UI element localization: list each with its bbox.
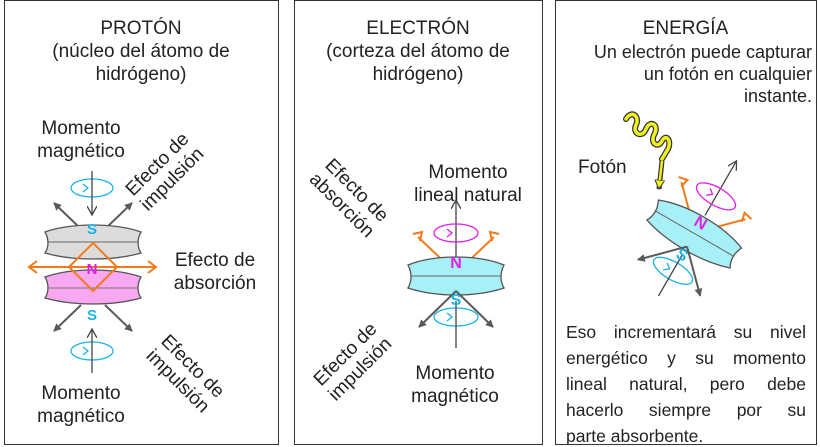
energy-paragraph-line2: energético y su momento [566,348,806,368]
proton-top-moment-label: Momento magnético [29,117,133,163]
proton-pole-s-top: S [87,221,97,238]
proton-magenta-disk [43,269,143,305]
energy-intro-line3: instante. [743,86,812,106]
electron-moment-line2: magnético [411,386,499,407]
electron-linear-line1: Momento [428,162,508,183]
electron-lower-right-arrow [455,290,494,328]
electron-moment-line1: Momento [415,363,495,384]
proton-bottom-moment-line2: magnético [37,406,125,427]
energy-paragraph-line1: Eso incrementará su nivel [566,322,806,342]
proton-subtitle-line2: hidrógeno) [95,64,187,85]
energy-intro: Un electrón puede capturar un fotón en c… [562,41,812,107]
electron-bottom-spin-icon [433,301,479,348]
energy-paragraph-line3: lineal natural, pero debe [566,374,806,394]
energy-panel: ENERGÍA Un electrón puede capturar un fo… [555,0,817,445]
energy-title: ENERGÍA [642,18,729,39]
electron-moment-label: Momento magnético [405,362,505,408]
energy-paragraph-line5: parte absorbente. [566,426,704,445]
proton-pole-s-bottom: S [87,307,97,324]
energy-intro-line2: un fotón en cualquier [643,64,812,84]
electron-title: ELECTRÓN [366,18,470,39]
energy-paragraph-line4: hacerlo siempre por su [566,400,806,420]
electron-panel: ELECTRÓN (corteza del átomo de hidrógeno… [294,0,543,445]
proton-bottom-moment-line1: Momento [41,383,121,404]
electron-subtitle-line1: (corteza del átomo de [326,41,510,62]
proton-absorption-line1: Efecto de [174,250,256,271]
electron-lower-left-arrow [418,290,457,328]
electron-top-spin-icon [433,223,479,243]
energy-paragraph: Eso incrementará su nivel energético y s… [566,319,806,445]
photon-label: Fotón [578,157,627,178]
proton-upper-left-arrow [53,202,82,230]
proton-absorption-line2: absorción [173,273,257,294]
proton-bottom-spin-icon [70,330,114,373]
proton-absorption-lines [27,241,158,293]
proton-title: PROTÓN [100,18,182,39]
electron-pole-s: S [451,292,462,309]
electron-linear-label: Momento lineal natural [405,161,531,207]
electron-linear-line2: lineal natural [414,185,522,206]
proton-top-moment-line1: Momento [41,118,121,139]
proton-top-spin-icon [70,171,114,214]
proton-lower-left-arrow [53,304,82,332]
proton-bottom-moment-label: Momento magnético [29,382,133,428]
proton-diagram: S N S [27,171,158,373]
proton-absorption-label: Efecto de absorción [163,249,267,295]
proton-upper-right-arrow [104,202,133,230]
proton-subtitle-line1: (núcleo del átomo de [52,41,230,62]
proton-pole-n: N [87,261,98,278]
energy-diagram: N S [623,111,753,297]
energy-rotated-particle: N S [636,138,753,297]
electron-subtitle-line2: hidrógeno) [372,64,464,85]
photon-wave-icon [623,111,673,189]
electron-pole-n: N [450,255,462,272]
proton-lower-right-arrow [104,304,133,332]
proton-panel: PROTÓN (núcleo del átomo de hidrógeno) M… [4,0,279,445]
proton-top-moment-line2: magnético [37,141,125,162]
energy-intro-line1: Un electrón puede capturar [593,42,812,62]
electron-diagram: N S [407,1,505,348]
